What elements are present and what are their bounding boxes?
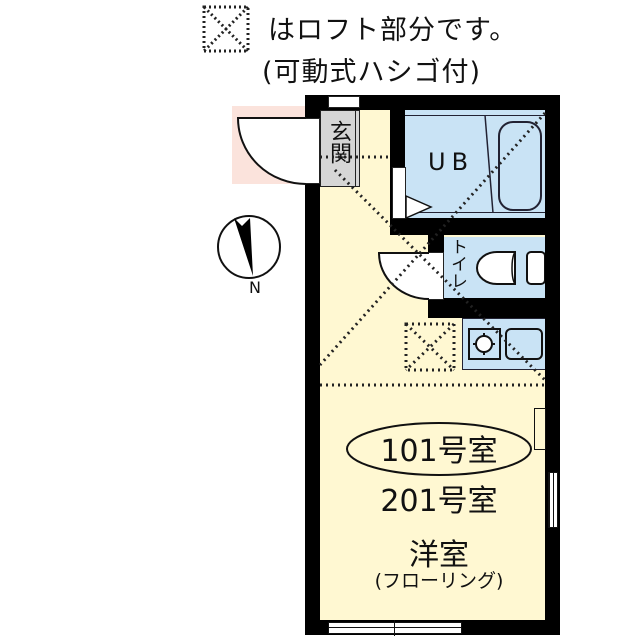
toilet-icon xyxy=(476,251,545,285)
stove-icon xyxy=(468,328,501,360)
compass-label: N xyxy=(249,278,261,297)
bath-inner-border xyxy=(405,115,545,213)
compass-north-icon xyxy=(217,215,281,279)
window-top xyxy=(328,96,360,108)
partition-wall-toilet-bottom xyxy=(428,298,560,318)
legend-text-loft: はロフト部分です。 xyxy=(268,15,518,46)
room-type-label: 洋室 xyxy=(409,538,469,573)
toilet-label: トイレ xyxy=(447,238,467,289)
legend-text-ladder: (可動式ハシゴ付) xyxy=(262,57,482,88)
bathtub-icon xyxy=(484,114,542,214)
window-bottom-rail xyxy=(328,627,462,628)
bath-door-swing[interactable] xyxy=(405,195,433,219)
window-bottom[interactable] xyxy=(328,622,462,634)
entrance-door-swing[interactable] xyxy=(236,116,308,186)
unit-highlight-ellipse xyxy=(346,422,532,476)
unit-201-label: 201号室 xyxy=(380,484,498,519)
bath-door-frame xyxy=(392,167,406,219)
unit-101-label: 101号室 xyxy=(380,434,498,469)
loft-dotted-lines xyxy=(318,112,547,387)
loft-legend-icon xyxy=(202,5,250,53)
closet-box xyxy=(534,408,546,450)
unit-bath xyxy=(405,110,545,218)
entrance-step-line xyxy=(355,110,356,187)
bath-label: UB xyxy=(428,148,475,176)
window-right-mullion xyxy=(553,472,554,528)
window-bottom-mullion xyxy=(394,620,395,636)
flooring-label: (フローリング) xyxy=(374,570,504,592)
sink-icon xyxy=(505,328,543,360)
loft-ladder-box-icon xyxy=(404,322,456,372)
